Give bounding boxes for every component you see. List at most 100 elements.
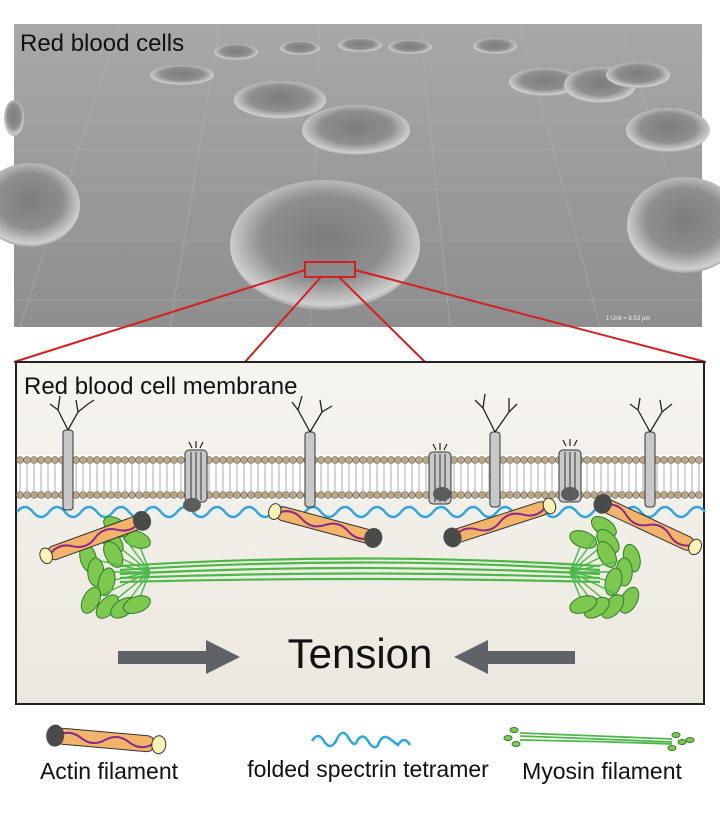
- membrane-panel: [15, 361, 706, 705]
- lipid-head: [100, 491, 108, 499]
- lipid-head: [177, 491, 185, 499]
- lipid-head: [380, 491, 388, 499]
- lipid-head: [373, 491, 381, 499]
- lipid-head: [401, 491, 409, 499]
- lipid-head: [408, 491, 416, 499]
- lipid-head: [352, 456, 360, 464]
- lipid-head: [156, 491, 164, 499]
- myosin-head: [596, 540, 617, 568]
- rbc-cell: [150, 65, 214, 85]
- lipid-head: [30, 491, 38, 499]
- lipid-head: [394, 491, 402, 499]
- lipid-head: [387, 456, 395, 464]
- lipid-head: [142, 456, 150, 464]
- lipid-head: [625, 456, 633, 464]
- lipid-head: [114, 456, 122, 464]
- lipid-head: [16, 456, 24, 464]
- lipid-head: [79, 491, 87, 499]
- micrograph-title: Red blood cells: [20, 30, 185, 57]
- lipid-head: [618, 491, 626, 499]
- lipid-head: [541, 456, 549, 464]
- lipid-head: [471, 456, 479, 464]
- legend: [46, 724, 695, 755]
- lipid-head: [240, 491, 248, 499]
- lipid-head: [359, 456, 367, 464]
- lipid-head: [338, 456, 346, 464]
- lipid-head: [401, 456, 409, 464]
- lipid-head: [121, 456, 129, 464]
- lipid-head: [114, 491, 122, 499]
- arrow-right-icon: [118, 640, 240, 674]
- lipid-head: [93, 456, 101, 464]
- lipid-head: [149, 491, 157, 499]
- lipid-head: [457, 456, 465, 464]
- lipid-head: [457, 491, 465, 499]
- lipid-head: [478, 456, 486, 464]
- lipid-head: [674, 456, 682, 464]
- lipid-head: [548, 456, 556, 464]
- lipid-head: [450, 456, 458, 464]
- lipid-head: [79, 456, 87, 464]
- lipid-head: [296, 491, 304, 499]
- myosin-filament-legend-icon: [503, 727, 695, 751]
- lipid-head: [289, 456, 297, 464]
- lipid-head: [30, 456, 38, 464]
- lipid-head: [611, 456, 619, 464]
- lipid-head: [681, 456, 689, 464]
- lipid-head: [450, 491, 458, 499]
- myosin-head: [80, 586, 102, 614]
- lipid-head: [513, 491, 521, 499]
- lipid-head: [72, 491, 80, 499]
- zoom-connector: [13, 269, 707, 363]
- rbc-cell: [302, 105, 410, 155]
- lipid-head: [16, 491, 24, 499]
- channel-protein-icon: [428, 443, 452, 505]
- glycoprotein-icon: [474, 393, 518, 508]
- lipid-head: [247, 491, 255, 499]
- rbc-cell: [509, 68, 581, 96]
- lipid-head: [282, 456, 290, 464]
- lipid-head: [163, 491, 171, 499]
- lipid-head: [275, 456, 283, 464]
- lipid-head: [142, 491, 150, 499]
- arrow-left-icon: [454, 640, 575, 674]
- rbc-cell-highlighted: [230, 180, 420, 310]
- lipid-head: [583, 456, 591, 464]
- lipid-head: [520, 456, 528, 464]
- glycoprotein-icon: [291, 395, 333, 508]
- myosin-head: [122, 595, 151, 614]
- lipid-head: [23, 491, 31, 499]
- lipid-head: [51, 456, 59, 464]
- lipid-head: [625, 491, 633, 499]
- spectrin-legend-icon: [310, 731, 412, 749]
- micrograph-panel: [0, 23, 720, 328]
- lipid-head: [37, 491, 45, 499]
- rbc-cell: [627, 177, 720, 273]
- myosin-filament: [79, 516, 641, 619]
- lipid-head: [688, 491, 696, 499]
- myosin-head: [511, 741, 521, 747]
- myosin-head: [97, 567, 116, 596]
- lipid-head: [289, 491, 297, 499]
- lipid-head: [695, 456, 703, 464]
- rbc-cell: [280, 41, 320, 55]
- lipid-head: [170, 491, 178, 499]
- glycoprotein-icon: [629, 397, 673, 508]
- lipid-head: [135, 491, 143, 499]
- lipid-head: [338, 491, 346, 499]
- lipid-head: [422, 456, 430, 464]
- lipid-head: [72, 456, 80, 464]
- glycoprotein-icon: [49, 395, 95, 511]
- lipid-head: [534, 456, 542, 464]
- actin-filament-legend-icon: [46, 724, 167, 755]
- lipid-head: [156, 456, 164, 464]
- lipid-head: [618, 456, 626, 464]
- lipid-head: [44, 456, 52, 464]
- lipid-head: [331, 491, 339, 499]
- lipid-head: [86, 491, 94, 499]
- channel-protein-icon: [558, 439, 582, 503]
- legend-actin-label: Actin filament: [39, 758, 179, 784]
- spectrin-network: [16, 505, 706, 519]
- lipid-head: [660, 456, 668, 464]
